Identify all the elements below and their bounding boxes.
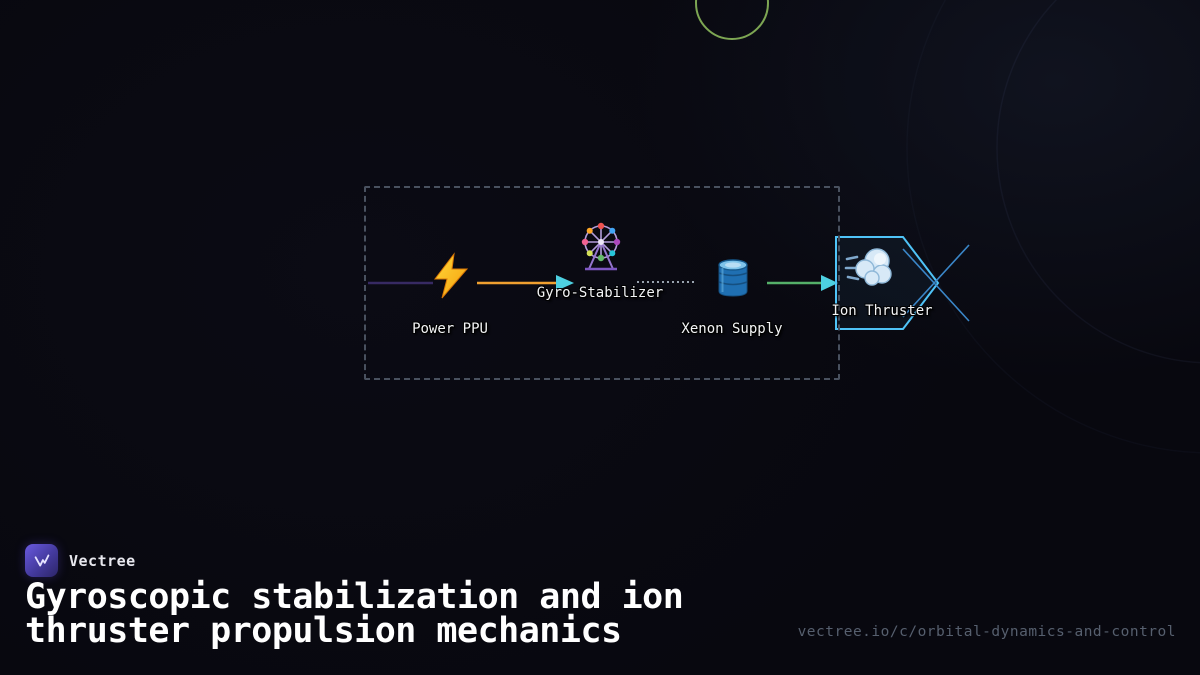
node-label-xenon-supply: Xenon Supply bbox=[681, 321, 783, 337]
vectree-logo-mark bbox=[34, 554, 49, 566]
background-arc-outer bbox=[906, 0, 1200, 454]
ferris-wheel-icon bbox=[573, 219, 629, 275]
diagram-group-border bbox=[364, 186, 840, 380]
node-label-ion-thruster: Ion Thruster bbox=[831, 303, 933, 319]
page-title-line1: Gyroscopic stabilization and ion bbox=[25, 577, 684, 617]
vectree-logo bbox=[25, 544, 58, 577]
oil-drum-icon bbox=[709, 254, 757, 302]
page-title: Gyroscopic stabilization and ion thruste… bbox=[25, 577, 684, 651]
page-title-line2: thruster propulsion mechanics bbox=[25, 611, 622, 651]
footer-url: vectree.io/c/orbital-dynamics-and-contro… bbox=[797, 624, 1176, 640]
lightning-bolt-icon bbox=[427, 252, 475, 300]
node-label-gyro-stabilizer: Gyro-Stabilizer bbox=[536, 285, 664, 301]
background-arc-inner bbox=[996, 0, 1200, 364]
wind-gust-icon bbox=[844, 243, 896, 295]
top-circle-decor bbox=[695, 0, 769, 40]
node-label-power-ppu: Power PPU bbox=[412, 321, 488, 337]
brand-row: Vectree bbox=[25, 544, 136, 577]
brand-name: Vectree bbox=[69, 551, 136, 570]
